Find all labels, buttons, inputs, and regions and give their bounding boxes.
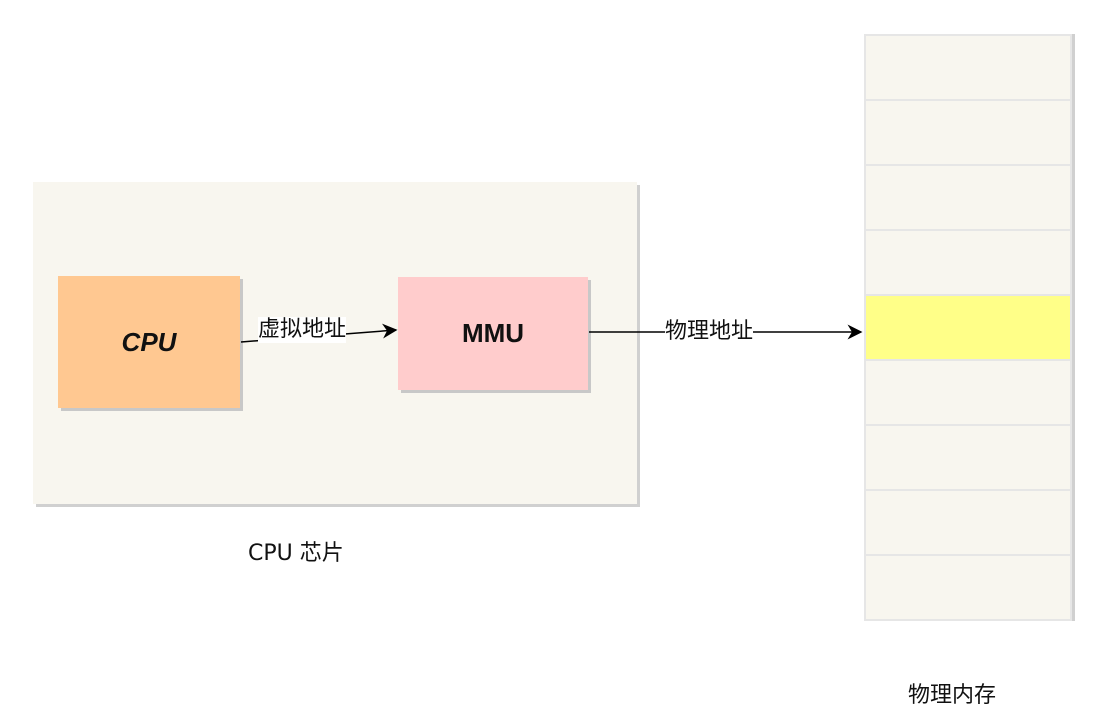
cpu-label: CPU <box>121 326 177 357</box>
physical-memory-column <box>864 34 1072 621</box>
mmu-box: MMU <box>398 277 588 390</box>
memory-cell <box>864 164 1072 229</box>
memory-cell <box>864 99 1072 164</box>
memory-cell-highlighted <box>864 294 1072 359</box>
cpu-chip-caption: CPU 芯片 <box>248 541 344 566</box>
memory-cell <box>864 554 1072 621</box>
memory-cell <box>864 424 1072 489</box>
memory-cell <box>864 34 1072 99</box>
memory-cell <box>864 489 1072 554</box>
physical-memory-caption: 物理内存 <box>908 683 997 708</box>
memory-cell <box>864 229 1072 294</box>
mmu-label: MMU <box>461 318 525 348</box>
physical-address-label: 物理地址 <box>665 319 754 345</box>
virtual-address-label: 虚拟地址 <box>258 317 347 343</box>
memory-cell <box>864 359 1072 424</box>
cpu-box: CPU <box>58 276 240 408</box>
